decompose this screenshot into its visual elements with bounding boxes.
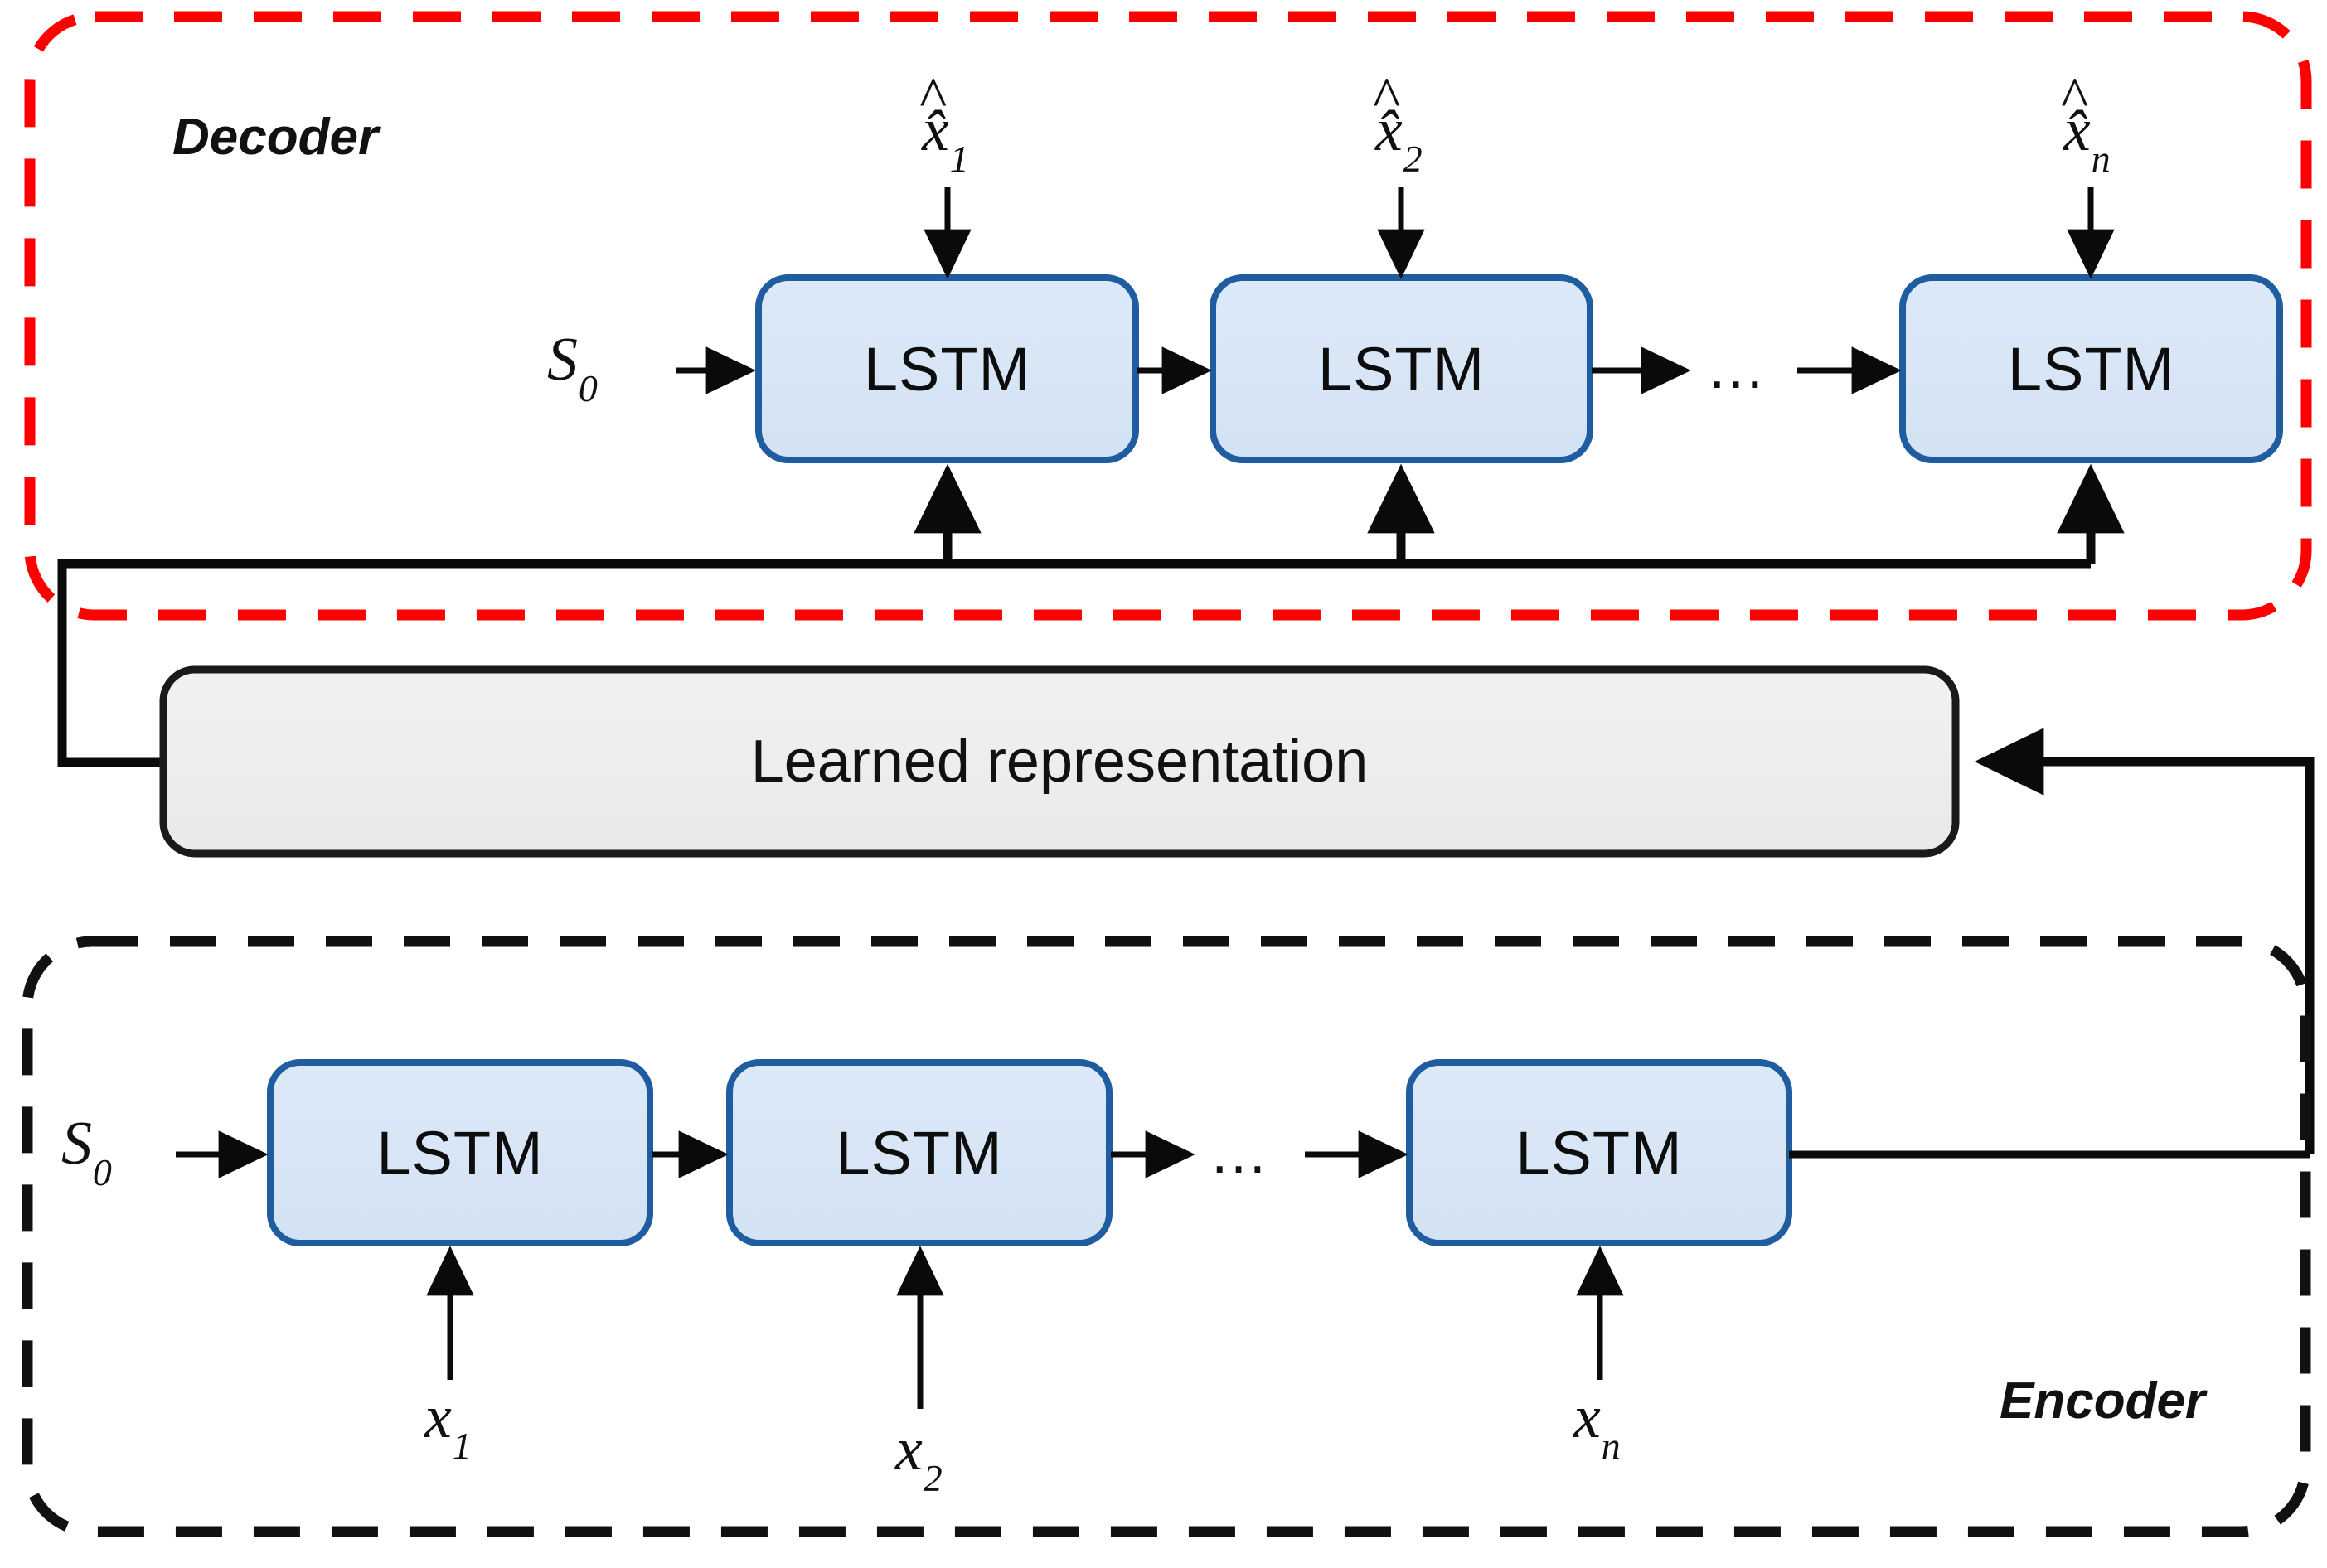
encoder-ellipsis: … (1209, 1120, 1272, 1186)
encoder-section-label: Encoder (2000, 1372, 2206, 1430)
decoder-initial-state-label: S0 (547, 325, 598, 409)
encoder-lstm-1-box (267, 1059, 653, 1246)
decoder-initial-state-symbol: S (547, 326, 578, 394)
decoder-input-label-n: ^x̂n (2061, 65, 2110, 180)
encoder-input-label-1: x1 (424, 1382, 472, 1467)
hat-accent-icon: ^ (919, 65, 948, 130)
decoder-input-symbol-n: ^x̂ (2061, 65, 2091, 164)
encoder-input-sub-2: 2 (923, 1456, 943, 1499)
encoder-lstm-2-box (726, 1059, 1113, 1246)
encoder-input-symbol-1: x (424, 1383, 452, 1451)
learned-representation-label: Learned representation (750, 728, 1369, 795)
decoder-lstm-2-box (1210, 274, 1593, 463)
decoder-input-sub-2: 2 (1403, 137, 1423, 180)
decoder-ellipsis: … (1706, 335, 1769, 401)
encoder-input-label-2: x2 (895, 1415, 943, 1499)
encoder-initial-state-symbol: S (61, 1110, 92, 1178)
representation-to-decoder-bus (57, 559, 2091, 767)
decoder-lstm-1-box (755, 274, 1139, 463)
decoder-input-sub-1: 1 (949, 137, 969, 180)
encoder-to-representation-path (1974, 728, 2315, 1154)
learned-representation-box (159, 665, 1960, 858)
decoder-section-label: Decoder (172, 109, 379, 166)
decoder-lstm-n-box (1899, 274, 2283, 463)
decoder-input-label-1: ^x̂1 (919, 65, 968, 180)
decoder-region-border (24, 11, 2312, 621)
encoder-input-sub-1: 1 (452, 1424, 472, 1467)
hat-accent-icon: ^ (1373, 65, 1401, 130)
decoder-input-sub-n: n (2091, 137, 2111, 180)
decoder-input-symbol-1: ^x̂ (919, 65, 949, 164)
encoder-input-symbol-2: x (895, 1416, 923, 1483)
decoder-input-symbol-2: ^x̂ (1373, 65, 1403, 164)
encoder-input-sub-n: n (1601, 1424, 1621, 1467)
encoder-input-symbol-n: x (1573, 1383, 1601, 1451)
encoder-initial-state-sub: 0 (92, 1150, 112, 1193)
encoder-input-label-n: xn (1573, 1382, 1621, 1467)
encoder-initial-state-label: S0 (61, 1109, 112, 1193)
hat-accent-icon: ^ (2061, 65, 2089, 130)
decoder-initial-state-sub: 0 (578, 366, 598, 409)
decoder-input-label-2: ^x̂2 (1373, 65, 1422, 180)
encoder-lstm-n-box (1406, 1059, 1792, 1246)
